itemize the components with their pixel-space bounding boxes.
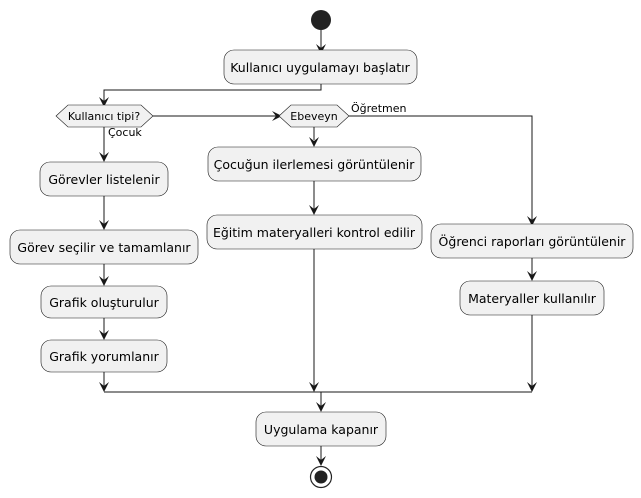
arrowhead bbox=[527, 271, 537, 281]
action-start-app-label: Kullanıcı uygulamayı başlatır bbox=[230, 60, 410, 75]
arrowhead bbox=[316, 44, 326, 54]
flow-teacher bbox=[349, 115, 533, 220]
action-graph-interpreted-label: Grafik yorumlanır bbox=[49, 349, 159, 364]
action-materials-checked-label: Eğitim materyalleri kontrol edilir bbox=[213, 225, 416, 240]
arrowhead bbox=[527, 216, 537, 226]
action-task-select-complete-label: Görev seçilir ve tamamlanır bbox=[17, 240, 191, 255]
arrowhead bbox=[99, 330, 109, 340]
flow-to-decision bbox=[103, 84, 322, 101]
action-tasks-listed-label: Görevler listelenir bbox=[48, 172, 160, 187]
action-student-reports-viewed-label: Öğrenci raporları görüntülenir bbox=[439, 233, 627, 249]
arrowhead bbox=[99, 382, 109, 392]
arrowhead bbox=[309, 137, 319, 147]
action-app-closes-label: Uygulama kapanır bbox=[264, 422, 379, 437]
guard-child: Çocuk bbox=[108, 126, 142, 139]
arrowhead bbox=[99, 276, 109, 286]
arrowhead bbox=[309, 205, 319, 215]
action-materials-used-label: Materyaller kullanılır bbox=[468, 291, 597, 306]
arrowhead bbox=[99, 97, 109, 107]
arrowhead bbox=[99, 152, 109, 162]
decision-parent-label: Ebeveyn bbox=[290, 110, 337, 123]
action-child-progress-viewed-label: Çocuğun ilerlemesi görüntülenir bbox=[214, 157, 416, 172]
arrowhead bbox=[316, 402, 326, 412]
arrowhead bbox=[99, 220, 109, 230]
action-graph-created-label: Grafik oluşturulur bbox=[49, 295, 159, 310]
start-node bbox=[311, 10, 331, 30]
end-node-core bbox=[314, 470, 328, 484]
arrowhead bbox=[316, 456, 326, 466]
arrowhead bbox=[272, 111, 282, 121]
guard-teacher: Öğretmen bbox=[351, 102, 406, 115]
arrowhead bbox=[527, 382, 537, 392]
decision-user-type-label: Kullanıcı tipi? bbox=[68, 110, 141, 123]
arrowhead bbox=[309, 382, 319, 392]
